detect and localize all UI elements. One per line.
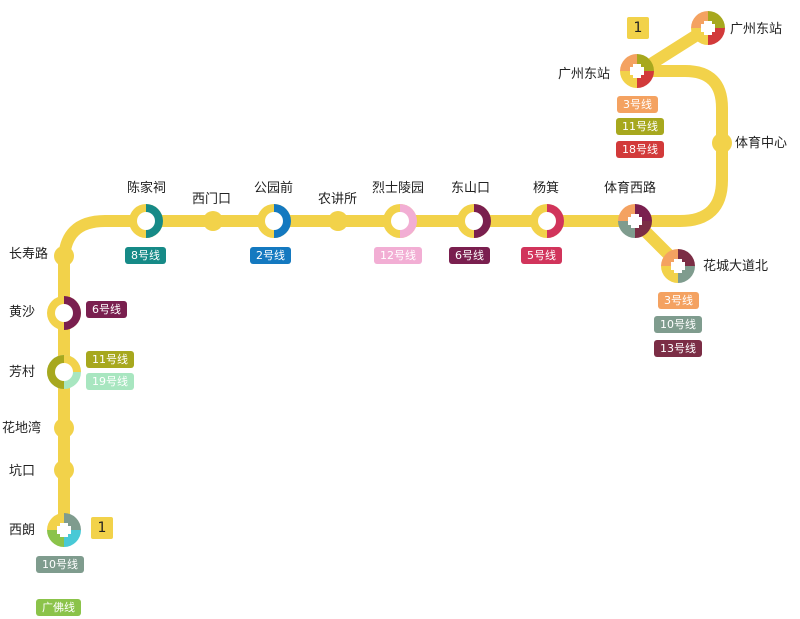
transfer-station-dongshankou[interactable]: [457, 204, 491, 238]
transfer-station-yangji[interactable]: [530, 204, 564, 238]
badge-line-6-dsk[interactable]: 6号线: [449, 247, 490, 264]
line-1-track: [58, 22, 728, 536]
badge-line-3-gzdz[interactable]: 3号线: [617, 96, 658, 113]
badge-line-11-gzdz[interactable]: 11号线: [616, 118, 664, 135]
badge-line-6-huangsha[interactable]: 6号线: [86, 301, 127, 318]
station-dot-tiyu-zhongxin[interactable]: [712, 133, 732, 153]
badge-line-13-hcdb[interactable]: 13号线: [654, 340, 702, 357]
transfer-station-gongyuanqian[interactable]: [257, 204, 291, 238]
station-label-huadiwan[interactable]: 花地湾: [2, 421, 42, 436]
station-label-nongjiangsuo[interactable]: 农讲所: [318, 192, 358, 207]
station-label-ximenkou[interactable]: 西门口: [192, 192, 232, 207]
station-label-tiyu-xilu[interactable]: 体育西路: [604, 181, 657, 196]
line-1-marker-bottom: 1: [91, 517, 113, 539]
transfer-station-guangzhou-dongzhan[interactable]: [620, 54, 654, 88]
transfer-station-guangzhou-dongzhan-top[interactable]: [691, 11, 725, 45]
badge-line-gf-xilang[interactable]: 广佛线: [36, 599, 81, 616]
station-label-chenjiaci[interactable]: 陈家祠: [127, 181, 167, 196]
station-label-lieshi-lingyuan[interactable]: 烈士陵园: [372, 181, 425, 196]
station-label-huangsha[interactable]: 黄沙: [9, 305, 36, 320]
station-label-xilang[interactable]: 西朗: [9, 523, 36, 538]
transfer-station-fangcun[interactable]: [47, 355, 81, 389]
badge-line-8-cjc[interactable]: 8号线: [125, 247, 166, 264]
transfer-station-lieshi-lingyuan[interactable]: [383, 204, 417, 238]
station-label-tiyu-zhongxin[interactable]: 体育中心: [735, 136, 788, 151]
transfer-station-huacheng-dadaobei[interactable]: [661, 249, 695, 283]
transfer-station-tiyu-xilu[interactable]: [618, 204, 652, 238]
badge-line-18-gzdz[interactable]: 18号线: [616, 141, 664, 158]
badge-line-19-fangcun[interactable]: 19号线: [86, 373, 134, 390]
badge-line-11-fangcun[interactable]: 11号线: [86, 351, 134, 368]
station-label-fangcun[interactable]: 芳村: [9, 365, 36, 380]
badge-line-2-gyq[interactable]: 2号线: [250, 247, 291, 264]
station-label-changshoulu[interactable]: 长寿路: [9, 247, 49, 262]
badge-line-12-lsly[interactable]: 12号线: [374, 247, 422, 264]
badge-line-5-yangji[interactable]: 5号线: [521, 247, 562, 264]
station-dot-huadiwan[interactable]: [54, 418, 74, 438]
station-label-yangji[interactable]: 杨箕: [533, 181, 560, 196]
station-dot-kengkou[interactable]: [54, 460, 74, 480]
station-label-gongyuanqian[interactable]: 公园前: [254, 181, 294, 196]
badge-line-3-hcdb[interactable]: 3号线: [658, 292, 699, 309]
station-label-guangzhou-dongzhan[interactable]: 广州东站: [558, 67, 611, 82]
transfer-station-chenjiaci[interactable]: [129, 204, 163, 238]
badge-line-10-hcdb[interactable]: 10号线: [654, 316, 702, 333]
station-dot-ximenkou[interactable]: [203, 211, 223, 231]
line-1-marker-top: 1: [627, 17, 649, 39]
station-dot-changshoulu[interactable]: [54, 246, 74, 266]
station-label-kengkou[interactable]: 坑口: [9, 464, 36, 479]
station-label-dongshankou[interactable]: 东山口: [451, 181, 491, 196]
station-label-huacheng-dadaobei[interactable]: 花城大道北: [703, 259, 769, 274]
badge-line-10-xilang[interactable]: 10号线: [36, 556, 84, 573]
transfer-station-xilang[interactable]: [47, 513, 81, 547]
station-label-guangzhou-dongzhan-top[interactable]: 广州东站: [730, 22, 783, 37]
transfer-station-huangsha[interactable]: [47, 296, 81, 330]
station-dot-nongjiangsuo[interactable]: [328, 211, 348, 231]
